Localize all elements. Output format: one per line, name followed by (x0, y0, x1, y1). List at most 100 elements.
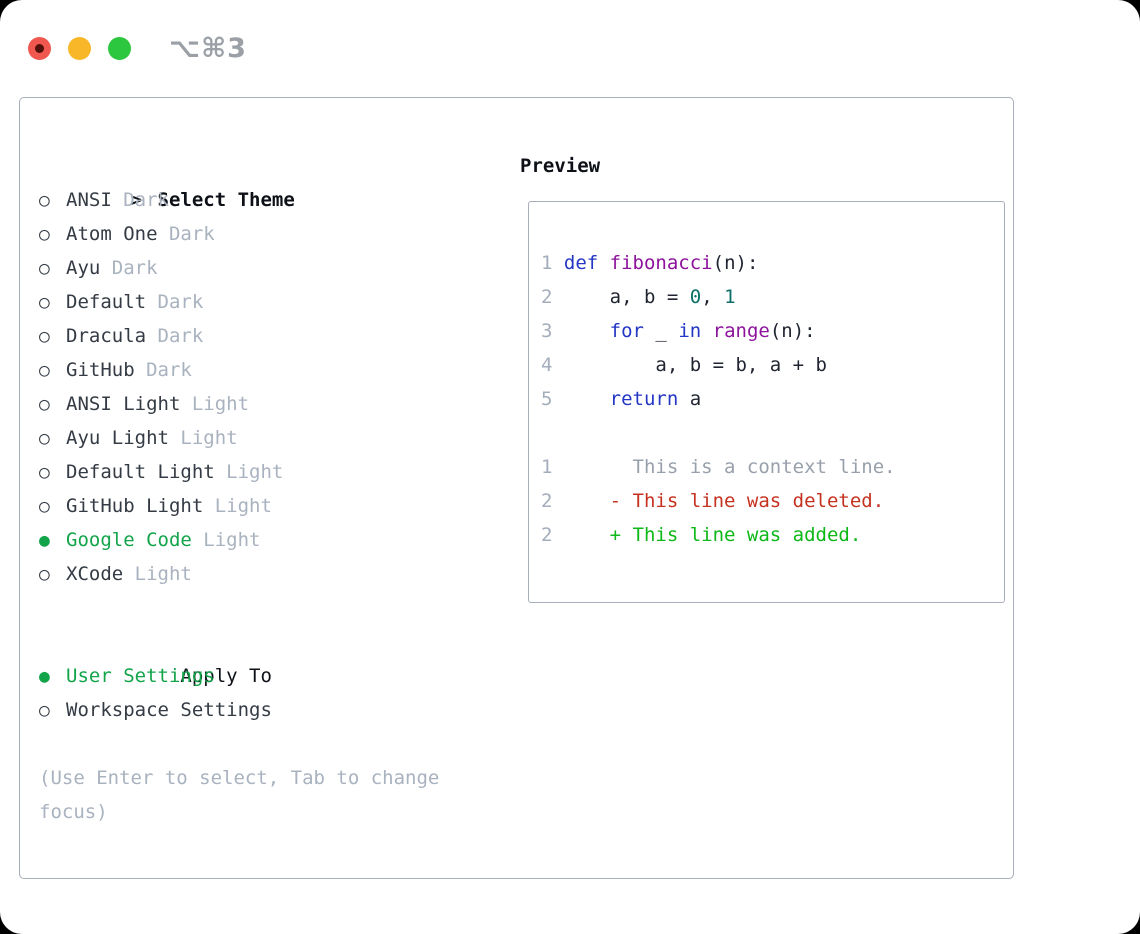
theme-option-ayu-light[interactable]: ○ Ayu Light Light (39, 421, 501, 455)
theme-name: XCode (66, 563, 124, 585)
token-num: 5 (541, 388, 564, 410)
theme-option-github-light[interactable]: ○GitHub Light Light (39, 489, 501, 523)
code-line-1: 1 def fibonacci(n): (541, 246, 992, 280)
theme-variant: Light (180, 393, 250, 415)
apply-to-header: Apply To (39, 625, 501, 687)
token-plain (564, 388, 610, 410)
token-plain: (n): (712, 252, 759, 274)
theme-variant: Dark (146, 325, 204, 347)
apply-to-section: Apply To ● User Settings ○ Workspace Settin… (39, 625, 501, 727)
radio-icon: ○ (39, 462, 50, 483)
token-num: 2 (541, 490, 564, 512)
theme-name: Atom One (66, 223, 158, 245)
radio-icon: ○ (39, 700, 50, 721)
theme-option-dracula[interactable]: ○ Dracula Dark (39, 319, 501, 353)
token-num: 2 (541, 524, 564, 546)
token-num: 1 (541, 456, 564, 478)
theme-option-ansi[interactable]: ○ ANSI Dark (39, 183, 501, 217)
hint-text: (Use Enter to select, Tab to change focu… (39, 767, 440, 823)
traffic-lights (28, 37, 131, 60)
token-fn: range (712, 320, 770, 342)
main-panel: >Select Theme ○ANSI Dark○Atom One Dark○A… (19, 97, 1014, 879)
select-theme-title: Select Theme (157, 189, 295, 211)
theme-name: Ayu Light (66, 427, 169, 449)
window-title: ⌥⌘3 (169, 33, 247, 64)
close-button-dot-icon (35, 44, 44, 53)
diff-deleted-line: 2 - This line was deleted. (541, 484, 992, 518)
theme-option-default[interactable]: ○Default Dark (39, 285, 501, 319)
theme-option-ayu[interactable]: ○Ayu Dark (39, 251, 501, 285)
theme-name: GitHub Light (66, 495, 204, 517)
theme-variant: Dark (100, 257, 158, 279)
token-num: 1 (541, 252, 564, 274)
minimize-button[interactable] (68, 37, 91, 60)
token-plain: a, b = b, a + b (563, 354, 827, 376)
theme-name: Google Code (66, 529, 192, 551)
token-lit: 1 (724, 286, 736, 308)
token-num: 2 (541, 286, 564, 308)
theme-name: GitHub (66, 359, 135, 381)
radio-icon: ○ (39, 258, 50, 279)
radio-icon: ○ (39, 292, 50, 313)
token-plain (564, 320, 610, 342)
theme-variant: Light (123, 563, 192, 585)
token-num: 4 (541, 354, 564, 376)
token-plain (701, 320, 712, 342)
theme-option-ansi-light[interactable]: ○ ANSI Light Light (39, 387, 501, 421)
select-theme-header: >Select Theme (39, 149, 501, 211)
theme-variant: Dark (134, 359, 192, 381)
theme-picker: >Select Theme ○ANSI Dark○Atom One Dark○A… (39, 149, 501, 878)
apply-option-user-settings[interactable]: ● User Settings (39, 659, 501, 693)
code-line-5: 5 return a (541, 382, 992, 416)
apply-option-label: User Settings (66, 665, 215, 687)
theme-variant: Light (168, 427, 238, 449)
preview-title: Preview (520, 155, 601, 177)
theme-option-google-code[interactable]: ● Google Code Light (39, 523, 501, 557)
radio-icon: ○ (39, 428, 50, 449)
theme-list: ○ANSI Dark○Atom One Dark○Ayu Dark○Defaul… (39, 183, 501, 591)
token-fn: fibonacci (609, 252, 713, 274)
token-kw: return (609, 388, 679, 410)
token-plain: _ (643, 320, 679, 342)
token-lit: 0 (689, 286, 702, 308)
apply-option-workspace-settings[interactable]: ○ Workspace Settings (39, 693, 501, 727)
theme-name: ANSI Light (66, 393, 181, 415)
diff-added-line: 2 + This line was added. (541, 518, 992, 552)
theme-option-github[interactable]: ○ GitHub Dark (39, 353, 501, 387)
theme-option-atom-one[interactable]: ○Atom One Dark (39, 217, 501, 251)
theme-name: Default (66, 291, 147, 313)
theme-name: Dracula (66, 325, 147, 347)
token-plain: a (678, 388, 702, 410)
code-line-4: 4 a, b = b, a + b (541, 348, 992, 382)
theme-variant: Light (203, 495, 272, 517)
theme-variant: Light (191, 529, 261, 551)
window-titlebar: ⌥⌘3 (0, 0, 1140, 97)
radio-icon: ○ (39, 326, 50, 347)
apply-option-label: Workspace Settings (66, 699, 272, 721)
token-plain: , (701, 286, 725, 308)
theme-name: Default Light (66, 461, 215, 483)
close-button[interactable] (28, 37, 51, 60)
code-line-3: 3 for _ in range(n): (541, 314, 992, 348)
token-plain: a, b = (563, 286, 690, 308)
diff-context-line: 1 This is a context line. (541, 450, 992, 484)
token-plain: (n): (769, 320, 816, 342)
radio-selected-icon: ● (39, 530, 50, 551)
radio-icon: ○ (39, 394, 50, 415)
blank-line (541, 416, 992, 450)
token-num: 3 (541, 320, 564, 342)
radio-icon: ○ (39, 360, 50, 381)
radio-selected-icon: ● (39, 666, 50, 687)
code-line-2: 2 a, b = 0, 1 (541, 280, 992, 314)
maximize-button[interactable] (108, 37, 131, 60)
theme-name: ANSI (66, 189, 112, 211)
theme-option-xcode[interactable]: ○XCode Light (39, 557, 501, 591)
theme-option-default-light[interactable]: ○Default Light Light (39, 455, 501, 489)
radio-icon: ○ (39, 190, 50, 211)
theme-variant: Dark (111, 189, 169, 211)
token-kw: for (609, 320, 644, 342)
preview-pane: Preview 1 def fibonacci(n):2 a, b = 0, 1… (501, 149, 1005, 878)
